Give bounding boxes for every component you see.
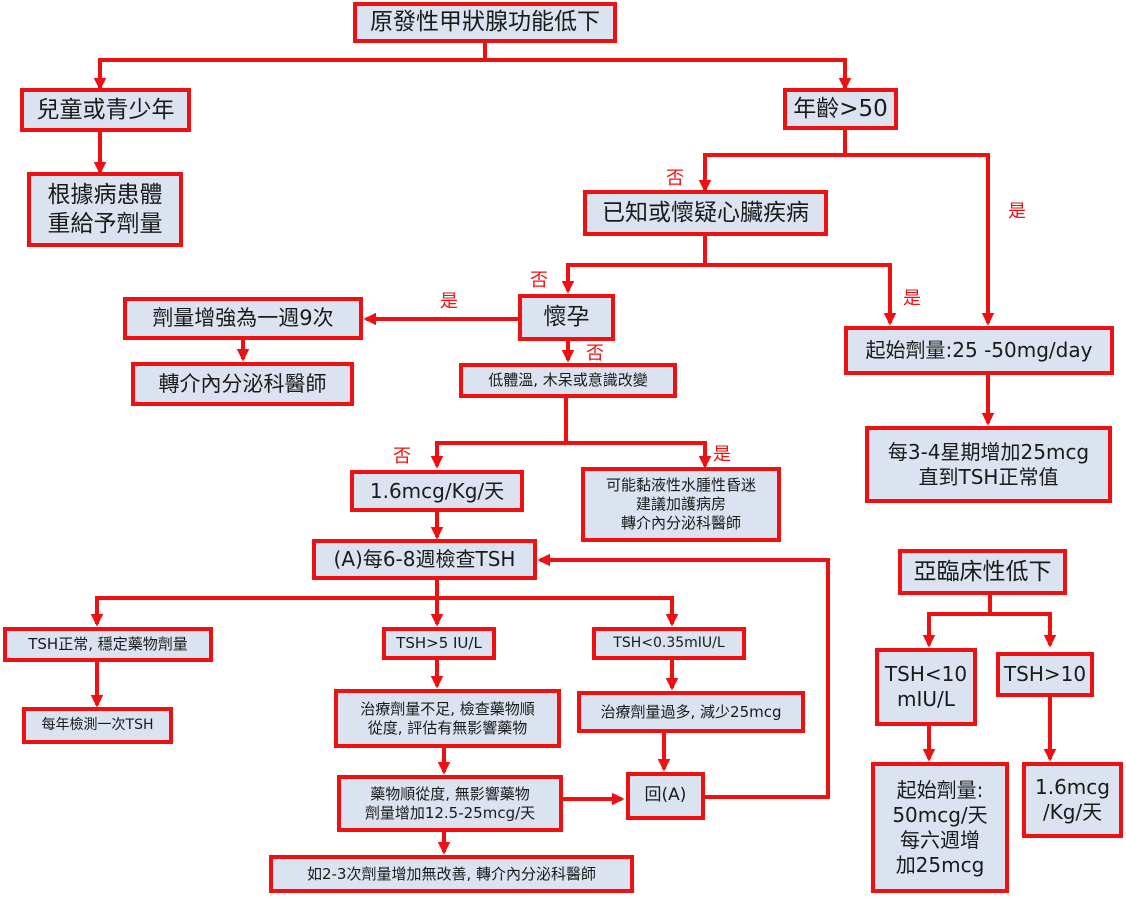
connector-return-loop — [537, 553, 830, 799]
node-increase-dose: 每3-4星期增加25mcg 直到TSH正常值 — [865, 426, 1112, 503]
node-subclinical: 亞臨床性低下 — [898, 549, 1067, 595]
connector-hypo-weight — [430, 398, 568, 469]
connector-age-start — [845, 153, 995, 326]
node-dose-excess: 治療劑量過多, 減少25mcg — [577, 691, 805, 733]
node-start-dose: 起始劑量:25 -50mg/day — [844, 326, 1114, 375]
node-pregnancy-refer: 轉介內分泌科醫師 — [131, 362, 354, 406]
node-check-tsh: (A)每6-8週檢查TSH — [312, 539, 537, 580]
connector-sub-lt10 — [922, 595, 992, 648]
label-hypothermia-no: 否 — [393, 446, 411, 467]
node-age-over-50: 年齡>50 — [783, 88, 898, 130]
label-pregnant-no: 否 — [586, 343, 604, 364]
node-dose-insufficient: 治療劑量不足, 檢查藥物順 從度, 評估有無影響藥物 — [334, 689, 561, 748]
node-primary-hypothyroidism: 原發性甲狀腺功能低下 — [353, 2, 617, 43]
node-return-a: 回(A) — [626, 772, 705, 820]
node-myxedema-coma: 可能黏液性水腫性昏迷 建議加護病房 轉介內分泌科醫師 — [581, 467, 781, 542]
node-child-dose: 根據病患體 重給予劑量 — [27, 172, 183, 247]
node-compliance-increase: 藥物順從度, 無影響藥物 劑量增加12.5-25mcg/天 — [337, 775, 563, 832]
node-hypothermia: 低體溫, 木呆或意識改變 — [459, 363, 677, 398]
label-age-yes: 是 — [1008, 201, 1026, 222]
node-weight-dose: 1.6mcg/Kg/天 — [350, 470, 524, 512]
label-pregnant-yes: 是 — [440, 291, 458, 312]
connector-sub-gt10 — [990, 612, 1057, 648]
label-hypothermia-yes: 是 — [713, 444, 731, 465]
label-heart-no: 否 — [530, 270, 548, 291]
node-tsh-low: TSH<0.35mIU/L — [592, 627, 746, 660]
connector-root-age — [485, 58, 852, 91]
node-subclinical-start-dose: 起始劑量: 50mcg/天 每六週增 加25mcg — [871, 762, 1009, 893]
connector-age-heart — [698, 130, 847, 193]
node-tsh-high: TSH>5 IU/L — [382, 627, 496, 660]
node-tsh-over-10: TSH>10 — [996, 652, 1094, 697]
connector-heart-pregnant — [561, 236, 707, 294]
label-heart-yes: 是 — [903, 288, 921, 309]
connector-check-low — [437, 596, 679, 627]
node-refer-endocrinology: 如2-3次劑量增加無改善, 轉介內分泌科醫師 — [269, 855, 634, 893]
connector-check-normal — [90, 580, 439, 627]
node-pregnancy-dose: 劑量增強為一週9次 — [123, 297, 363, 340]
node-tsh-normal: TSH正常, 穩定藥物劑量 — [3, 627, 213, 662]
node-pregnancy: 懷孕 — [518, 294, 615, 341]
node-child-adolescent: 兒童或青少年 — [20, 88, 191, 132]
node-tsh-under-10: TSH<10 mIU/L — [875, 648, 977, 726]
node-subclinical-weight-dose: 1.6mcg /Kg/天 — [1022, 762, 1123, 838]
connector-hypo-myxedema — [566, 441, 712, 469]
label-age-no: 否 — [666, 168, 684, 189]
connector-heart-start — [705, 263, 897, 326]
node-heart-disease: 已知或懷疑心臟疾病 — [583, 190, 828, 236]
node-yearly-tsh: 每年檢測一次TSH — [22, 707, 173, 744]
connector-root-child — [93, 43, 487, 91]
